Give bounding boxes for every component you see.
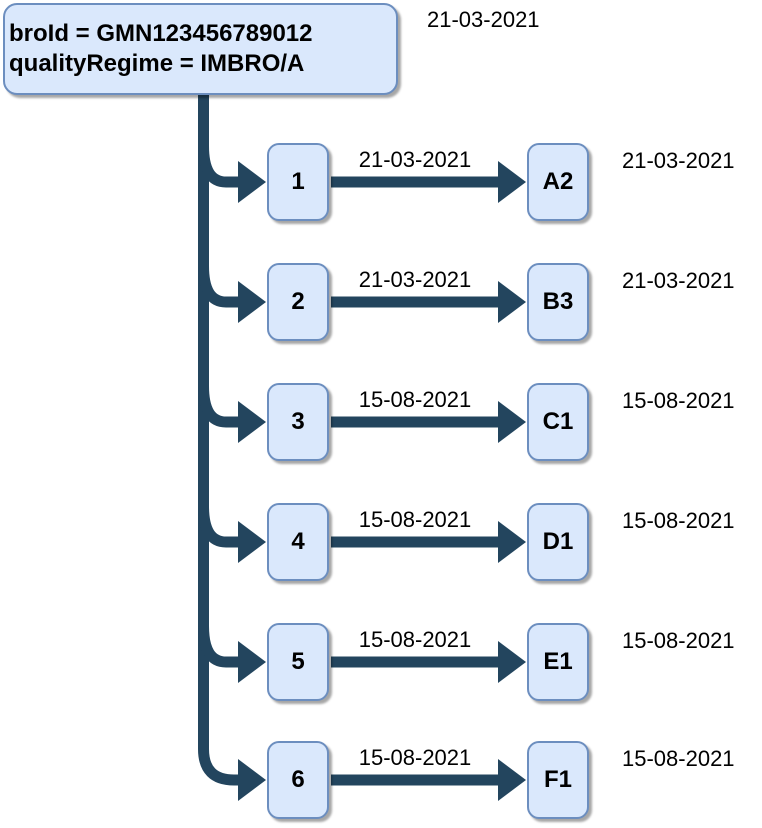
tree-row-5: 5 15-08-2021 E1 15-08-2021	[0, 623, 762, 701]
root-date-label: 21-03-2021	[427, 7, 540, 32]
node-label: 2	[291, 288, 305, 315]
branch-arrowhead-icon	[238, 161, 266, 203]
edge-arrowhead-icon	[498, 161, 526, 203]
node-label: 1	[291, 168, 305, 195]
branch-elbow-2	[198, 265, 238, 308]
node-date-label: 15-08-2021	[622, 388, 735, 413]
branch-arrowhead-icon	[238, 641, 266, 683]
node-date-label: 15-08-2021	[622, 628, 735, 653]
edge-date-label: 21-03-2021	[358, 267, 472, 292]
branch-elbow-5	[198, 625, 238, 668]
tree-row-2: 2 21-03-2021 B3 21-03-2021	[0, 263, 762, 341]
edge-date-label: 15-08-2021	[358, 387, 472, 412]
node-label: C1	[542, 408, 574, 435]
node-label: 5	[291, 648, 305, 675]
trunk-line	[198, 92, 238, 786]
edge-arrowhead-icon	[498, 521, 526, 563]
tube-node-2[interactable]: 2	[267, 263, 329, 341]
tube-node-3[interactable]: 3	[267, 383, 329, 461]
version-node-e1[interactable]: E1	[527, 623, 589, 701]
node-date-label: 21-03-2021	[622, 148, 735, 173]
edge-arrowhead-icon	[498, 759, 526, 801]
node-label: 4	[291, 528, 305, 555]
node-label: 6	[291, 766, 305, 793]
edge-arrowhead-icon	[498, 641, 526, 683]
node-label: D1	[542, 528, 574, 555]
edge-date-label: 21-03-2021	[358, 147, 472, 172]
tree-row-1: 1 21-03-2021 A2 21-03-2021	[0, 143, 762, 221]
branch-arrowhead-icon	[238, 401, 266, 443]
edge-date-label: 15-08-2021	[358, 507, 472, 532]
node-label: 3	[291, 408, 305, 435]
tube-node-6[interactable]: 6	[267, 741, 329, 819]
node-label: F1	[543, 766, 572, 793]
branch-arrowhead-icon	[238, 759, 266, 801]
version-node-a2[interactable]: A2	[527, 143, 589, 221]
root-node[interactable]: broId = GMN123456789012 qualityRegime = …	[3, 3, 398, 95]
tube-node-5[interactable]: 5	[267, 623, 329, 701]
branch-arrowhead-icon	[238, 281, 266, 323]
root-node-quality-regime: qualityRegime = IMBRO/A	[9, 50, 305, 77]
version-node-f1[interactable]: F1	[527, 741, 589, 819]
branch-elbow-4	[198, 505, 238, 548]
tube-node-4[interactable]: 4	[267, 503, 329, 581]
version-node-b3[interactable]: B3	[527, 263, 589, 341]
node-label: E1	[543, 648, 573, 675]
edge-arrowhead-icon	[498, 401, 526, 443]
branch-arrowhead-icon	[238, 521, 266, 563]
node-date-label: 15-08-2021	[622, 746, 735, 771]
branch-elbow-3	[198, 385, 238, 428]
edge-date-label: 15-08-2021	[358, 627, 472, 652]
node-label: A2	[542, 168, 574, 195]
branch-elbow-1	[198, 145, 238, 188]
root-node-broid: broId = GMN123456789012	[9, 20, 313, 47]
tree-row-4: 4 15-08-2021 D1 15-08-2021	[0, 503, 762, 581]
edge-date-label: 15-08-2021	[358, 745, 472, 770]
tube-node-1[interactable]: 1	[267, 143, 329, 221]
tree-row-6: 6 15-08-2021 F1 15-08-2021	[0, 741, 762, 819]
version-node-c1[interactable]: C1	[527, 383, 589, 461]
node-date-label: 15-08-2021	[622, 508, 735, 533]
node-label: B3	[542, 288, 574, 315]
edge-arrowhead-icon	[498, 281, 526, 323]
version-node-d1[interactable]: D1	[527, 503, 589, 581]
tree-row-3: 3 15-08-2021 C1 15-08-2021	[0, 383, 762, 461]
node-date-label: 21-03-2021	[622, 268, 735, 293]
